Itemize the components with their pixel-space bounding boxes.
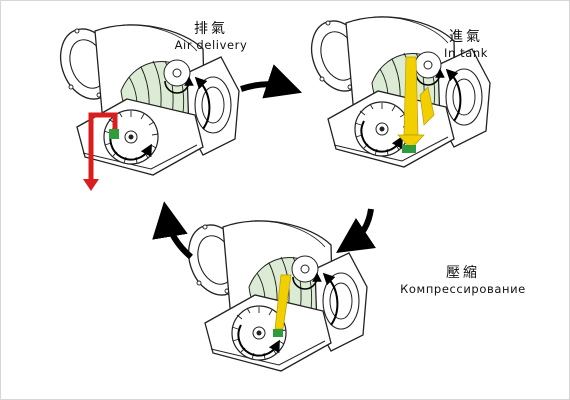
stage-label-intake: 進氣 In tank xyxy=(431,29,501,61)
exhaust-arrow-head-icon xyxy=(83,179,99,191)
valve-icon xyxy=(109,129,119,139)
stage-title-cn: 排氣 xyxy=(194,21,228,37)
valve-icon xyxy=(402,145,416,153)
stage-label-compress: 壓縮 Компрессирование xyxy=(393,265,533,297)
stage-label-exhaust: 排氣 Air delivery xyxy=(161,21,261,53)
stage-title-cn: 壓縮 xyxy=(446,265,480,281)
valve-icon xyxy=(273,329,283,337)
cycle-arrow-icon xyxy=(152,201,193,260)
compressor-unit-exhaust xyxy=(51,21,239,191)
compressor-unit-intake xyxy=(302,13,490,167)
stage-title-en: In tank xyxy=(443,46,489,60)
intake-flow-arrow-icon xyxy=(403,56,419,136)
cycle-arrow-icon xyxy=(336,208,376,253)
compressor-unit-compress xyxy=(179,217,367,371)
stage-title-en: Компрессирование xyxy=(400,282,526,296)
cycle-arrow-icon xyxy=(240,64,303,99)
exhaust-flow-arrow-icon xyxy=(88,112,118,155)
stage-title-cn: 進氣 xyxy=(449,29,483,45)
stage-title-en: Air delivery xyxy=(174,38,248,52)
